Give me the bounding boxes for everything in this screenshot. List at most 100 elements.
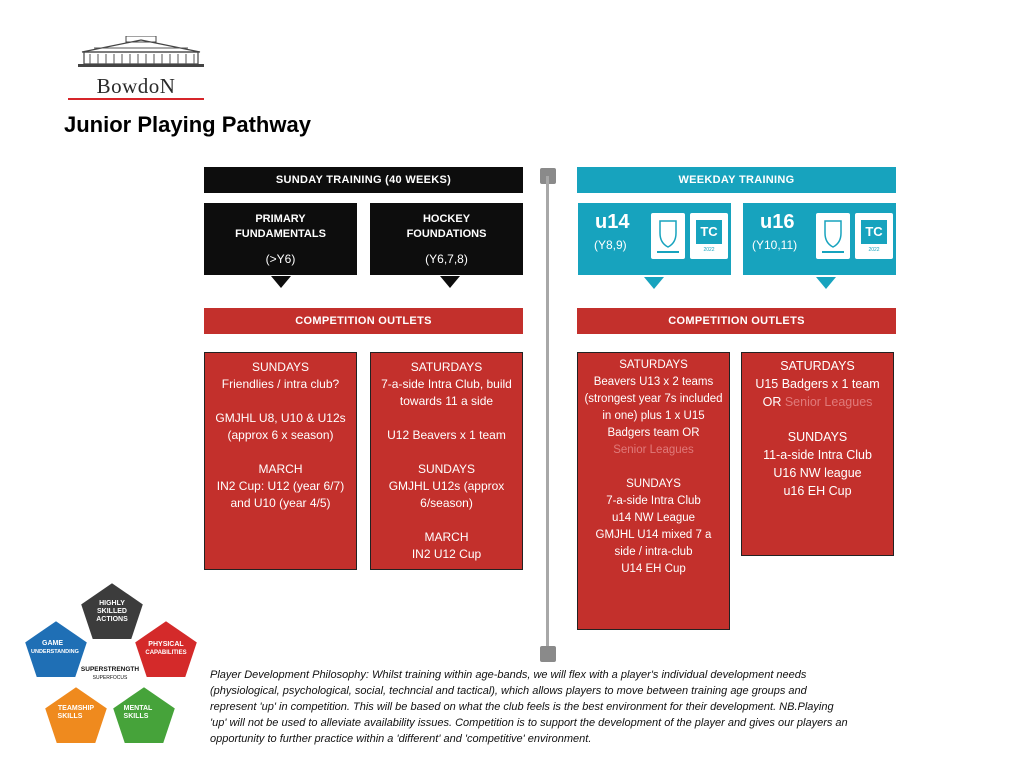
comp-line: SUNDAYS [417, 462, 476, 476]
comp-line: U14 EH Cup [621, 563, 686, 575]
pentagon-bottom-left: TEAMSHIP SKILLS [42, 684, 110, 745]
comp-line: GMJHL U14 mixed 7 a [595, 529, 712, 541]
arrow-down-icon [644, 277, 664, 289]
england-hockey-badge-icon [651, 213, 685, 259]
block-line2: FOUNDATIONS [406, 228, 487, 240]
pentagon-top-line2: SKILLED [97, 608, 127, 615]
superfocus-center-label: SUPERFOCUS [93, 675, 128, 681]
comp-line: SATURDAYS [410, 360, 483, 374]
senior-leagues-link[interactable]: Senior Leagues [784, 395, 873, 409]
comp-line: U16 NW league [773, 466, 862, 480]
block-line1: PRIMARY [255, 213, 306, 225]
primary-fundamentals-block: PRIMARY FUNDAMENTALS (>Y6) [204, 203, 357, 275]
comp-line: in one) plus 1 x U15 [602, 410, 705, 422]
philosophy-line: represent 'up' in competition. This will… [210, 701, 834, 713]
divider-bottom-cap [540, 646, 556, 662]
philosophy-line: 'up' will not be used to alleviate avail… [210, 717, 848, 729]
competition-column-1: SUNDAYS Friendlies / intra club? GMJHL U… [204, 352, 357, 570]
weekday-training-header: WEEKDAY TRAINING [577, 167, 896, 193]
page-title: Junior Playing Pathway [64, 112, 311, 137]
comp-line: SATURDAYS [780, 359, 855, 373]
block-sub: (Y6,7,8) [425, 252, 468, 266]
comp-line: side / intra-club [614, 546, 693, 558]
block-line2: FUNDAMENTALS [235, 228, 326, 240]
philosophy-line: opportunity to further practice within a… [210, 733, 592, 745]
comp-line: OR Senior Leagues [742, 393, 893, 411]
comp-line: U15 Badgers x 1 team [755, 377, 880, 391]
or-text: OR [762, 395, 785, 409]
comp-line: towards 11 a side [399, 394, 494, 408]
comp-line: u14 NW League [611, 512, 696, 524]
pentagon-bottom-right-line2: SKILLS [124, 713, 149, 720]
pentagon-bottom-right: MENTAL SKILLS [110, 684, 178, 745]
block-sub: (>Y6) [265, 252, 296, 266]
tc-badge: TC 2022 [855, 213, 893, 259]
philosophy-line: (physiological, psychological, social, t… [210, 685, 807, 697]
comp-line: 11-a-side Intra Club [763, 448, 872, 462]
age-label: u16 [760, 211, 795, 233]
pentagon-top-line3: ACTIONS [96, 616, 128, 623]
tc-badge-year: 2022 [703, 246, 715, 253]
sunday-training-header: SUNDAY TRAINING (40 WEEKS) [204, 167, 523, 193]
comp-line: IN2 Cup: U12 (year 6/7) [216, 479, 345, 493]
block-line1: HOCKEY [422, 213, 471, 225]
pentagon-top-line1: HIGHLY [99, 600, 125, 607]
comp-line: (strongest year 7s included [584, 393, 723, 405]
comp-line: SATURDAYS [619, 359, 688, 371]
pentagon-right: PHYSICAL CAPABILITIES [132, 618, 200, 679]
year-label: (Y10,11) [752, 238, 798, 252]
player-development-philosophy: Player Development Philosophy: Whilst tr… [210, 667, 890, 747]
pentagon-bottom-left-line1: TEAMSHIP [58, 705, 95, 712]
arrow-down-icon [440, 276, 460, 288]
comp-line: SUNDAYS [251, 360, 310, 374]
logo-underline [68, 98, 204, 100]
tc-badge-year: 2022 [868, 246, 880, 253]
england-hockey-badge-icon [816, 213, 850, 259]
pentagon-left-line2: UNDERSTANDING [31, 649, 79, 655]
sunday-competition-outlets-header: COMPETITION OUTLETS [204, 308, 523, 334]
logo-name: BowdoN [96, 74, 176, 98]
weekday-competition-outlets-header: COMPETITION OUTLETS [577, 308, 896, 334]
comp-line: U12 Beavers x 1 team [387, 428, 506, 442]
hockey-foundations-block: HOCKEY FOUNDATIONS (Y6,7,8) [370, 203, 523, 275]
comp-line: GMJHL U8, U10 & U12s [215, 411, 346, 425]
superstrength-center-label: SUPERSTRENGTH [81, 666, 139, 673]
comp-line: IN2 U12 Cup [411, 547, 482, 561]
comp-line: u16 EH Cup [783, 484, 852, 498]
vertical-divider [546, 176, 549, 654]
comp-line: 6/season) [420, 496, 473, 510]
tc-badge-text: TC [696, 219, 722, 244]
comp-line: Beavers U13 x 2 teams [593, 376, 714, 388]
comp-line: SUNDAYS [626, 478, 681, 490]
pentagon-left: GAME UNDERSTANDING [22, 618, 90, 679]
pentagon-right-line2: CAPABILITIES [145, 650, 186, 656]
comp-line: SUNDAYS [787, 430, 848, 444]
u16-block: u16 (Y10,11) TC 2022 [743, 203, 896, 275]
competition-column-2: SATURDAYS 7-a-side Intra Club, build tow… [370, 352, 523, 570]
year-label: (Y8,9) [594, 238, 627, 252]
pentagon-bottom-right-line1: MENTAL [124, 705, 153, 712]
tc-badge: TC 2022 [690, 213, 728, 259]
senior-leagues-link[interactable]: Senior Leagues [613, 444, 694, 456]
pentagon-top: HIGHLY SKILLED ACTIONS [78, 580, 146, 641]
arrow-down-icon [816, 277, 836, 289]
comp-line: MARCH [258, 462, 303, 476]
u14-block: u14 (Y8,9) TC 2022 [578, 203, 731, 275]
tc-badge-text: TC [861, 219, 887, 244]
philosophy-line: Player Development Philosophy: Whilst tr… [210, 669, 807, 681]
pentagon-right-line1: PHYSICAL [148, 641, 184, 648]
comp-line: 7-a-side Intra Club [606, 495, 701, 507]
bowdon-building-logo [78, 36, 204, 67]
pentagon-bottom-left-line2: SKILLS [58, 713, 83, 720]
competition-column-3: SATURDAYS Beavers U13 x 2 teams (stronge… [577, 352, 730, 630]
arrow-down-icon [271, 276, 291, 288]
comp-line: (approx 6 x season) [227, 428, 334, 442]
comp-line: 7-a-side Intra Club, build [381, 377, 512, 391]
comp-line: and U10 (year 4/5) [230, 496, 331, 510]
comp-line: GMJHL U12s (approx [388, 479, 505, 493]
comp-line: MARCH [424, 530, 469, 544]
pentagon-left-line1: GAME [42, 640, 63, 647]
comp-line: Badgers team OR [607, 427, 700, 439]
age-label: u14 [595, 211, 630, 233]
competition-column-4: SATURDAYS U15 Badgers x 1 team OR Senior… [741, 352, 894, 556]
